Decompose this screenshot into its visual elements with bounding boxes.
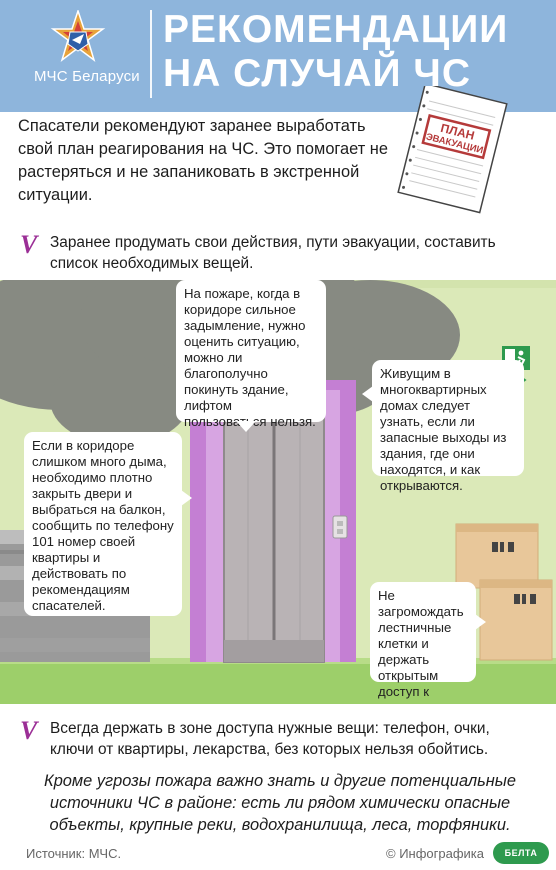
elevator-call-button [332, 515, 348, 539]
tip-bubble-exits: Живущим в многоквартирных домах следует … [362, 360, 524, 493]
header: МЧС Беларуси РЕКОМЕНДАЦИИ НА СЛУЧАЙ ЧС [0, 0, 556, 112]
cardboard-boxes [455, 523, 553, 661]
page-title: РЕКОМЕНДАЦИИ НА СЛУЧАЙ ЧС [163, 8, 508, 96]
tip-item: Заранее продумать свои действия, пути эв… [50, 234, 496, 272]
tip-bubble-elevator: На пожаре, когда в коридоре сильное зады… [176, 280, 326, 432]
intro-text: Спасатели рекомендуют заранее выработать… [18, 117, 388, 204]
header-divider [150, 10, 152, 98]
check-mark: V [20, 716, 38, 745]
mchs-emblem-icon [50, 10, 106, 62]
check-mark: V [20, 230, 38, 259]
credit-label: © Инфографика [386, 846, 485, 861]
evacuation-plan-document-icon: ПЛАН ЭВАКУАЦИИ [397, 86, 508, 214]
belta-logo: БЕЛТА [493, 842, 549, 864]
tip-bubble-stairs: Не загромождать лестничные клетки и держ… [370, 582, 486, 704]
fragile-glass-icon [492, 542, 536, 604]
org-name: МЧС Беларуси [34, 68, 140, 85]
tip-bubble-smoke: Если в коридоре слишком много дыма, необ… [24, 432, 192, 616]
corridor-scene: На пожаре, когда в коридоре сильное зады… [0, 280, 556, 704]
tip-item: Всегда держать в зоне доступа нужные вещ… [50, 720, 490, 758]
title-line-2: НА СЛУЧАЙ ЧС [163, 52, 471, 95]
title-line-1: РЕКОМЕНДАЦИИ [163, 8, 509, 51]
closing-note: Кроме угрозы пожара важно знать и другие… [44, 772, 516, 834]
source-label: Источник: МЧС. [26, 846, 122, 861]
